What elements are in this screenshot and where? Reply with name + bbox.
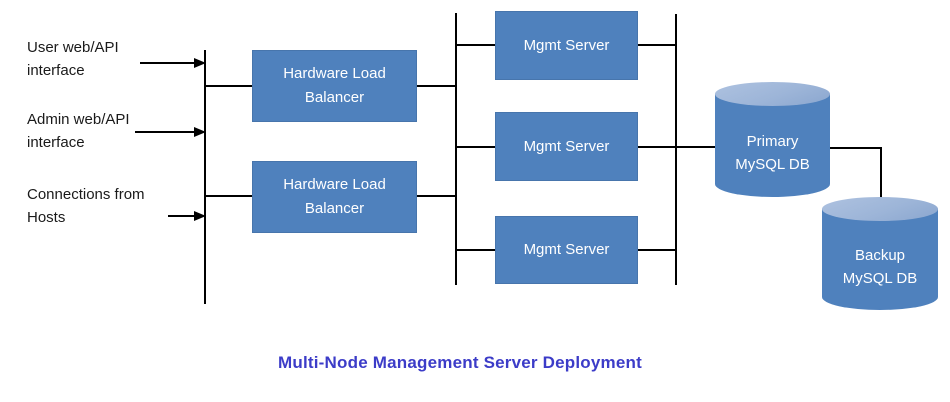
connector-ms2-to-bus (637, 146, 677, 148)
diagram-title: Multi-Node Management Server Deployment (278, 353, 642, 372)
primary-db-cylinder: Primary MySQL DB (715, 82, 830, 197)
input-label-user-web-api: User web/API interface (27, 39, 119, 79)
arrow-head-icon (194, 58, 206, 68)
connector-bus-to-lb1 (205, 85, 253, 87)
mgmt-server-node-3: Mgmt Server (495, 216, 638, 284)
mgmt-server-label: Mgmt Server (523, 137, 610, 155)
connector-bus-to-ms3 (456, 249, 496, 251)
connector-lb1-to-bus (417, 85, 456, 87)
connector-primary-to-backup-v (880, 147, 882, 209)
connector-bus-to-primary-db (676, 146, 716, 148)
load-balancer-node-1: Hardware Load Balancer (252, 50, 417, 122)
cylinder-body: Primary MySQL DB (715, 94, 830, 197)
connector-ms1-to-bus (637, 44, 677, 46)
connector-bus-to-ms1 (456, 44, 496, 46)
primary-db-label: Primary MySQL DB (735, 132, 810, 173)
bus-line-mgmt-right (675, 14, 677, 285)
mgmt-server-label: Mgmt Server (523, 241, 610, 258)
arrow-shaft (140, 62, 196, 64)
mgmt-server-node-2: Mgmt Server (495, 112, 638, 181)
connector-lb2-to-bus (417, 195, 456, 197)
arrow-head-icon (194, 127, 206, 137)
connector-primary-to-backup-h (830, 147, 882, 149)
cylinder-top-icon (822, 197, 938, 221)
input-label-admin-web-api: Admin web/API interface (27, 111, 130, 151)
backup-db-label: Backup MySQL DB (842, 246, 918, 287)
arrow-shaft (168, 215, 196, 217)
bus-line-mgmt-left (455, 13, 457, 285)
connector-ms3-to-bus (637, 249, 677, 251)
connector-bus-to-lb2 (205, 195, 253, 197)
load-balancer-label: Hardware Load Balancer (283, 65, 386, 106)
arrow-head-icon (194, 211, 206, 221)
cylinder-top-icon (715, 82, 830, 106)
arrow-shaft (135, 131, 196, 133)
connector-bus-to-ms2 (456, 146, 496, 148)
cylinder-body: Backup MySQL DB (822, 209, 938, 310)
input-label-connections-from-hosts: Connections from Hosts (27, 186, 145, 226)
load-balancer-label: Hardware Load Balancer (283, 176, 386, 217)
bus-line-inputs (204, 50, 206, 304)
mgmt-server-node-1: Mgmt Server (495, 11, 638, 80)
backup-db-cylinder: Backup MySQL DB (822, 197, 938, 310)
load-balancer-node-2: Hardware Load Balancer (252, 161, 417, 233)
mgmt-server-label: Mgmt Server (523, 36, 610, 54)
